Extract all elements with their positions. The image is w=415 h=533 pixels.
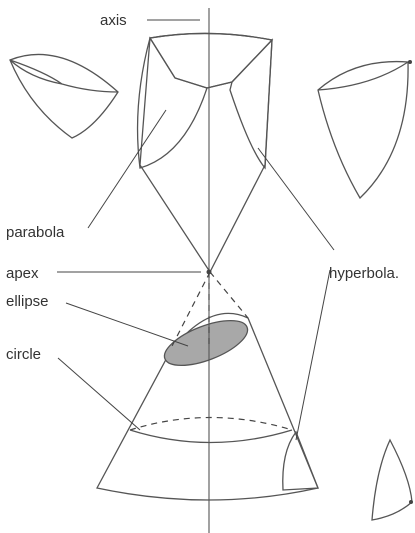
lower-cone: [97, 311, 318, 500]
hyperbola-section-face: [230, 40, 272, 168]
upper-cone-ridge: [207, 82, 232, 88]
parabola-detached-piece: [10, 54, 118, 138]
axis-label: axis: [100, 12, 127, 29]
hyperbola-leader-lower: [296, 270, 330, 440]
hyperbola-lower-detached-piece: [372, 440, 413, 520]
ellipse-leader: [66, 303, 188, 346]
ellipse-label: ellipse: [6, 293, 49, 310]
hyperbola-label: hyperbola.: [329, 265, 399, 282]
hyperbola-detached-piece: [318, 60, 412, 198]
hyperbola-leader-upper: [258, 148, 334, 250]
circle-section-back: [130, 418, 292, 431]
upper-cone: [138, 33, 272, 272]
upper-cone-top-face: [150, 33, 272, 88]
circle-section-front: [130, 430, 292, 443]
parabola-label: parabola: [6, 224, 65, 241]
parabola-leader: [88, 110, 166, 228]
circle-leader: [58, 358, 140, 430]
apex-point: [207, 270, 212, 275]
circle-label: circle: [6, 346, 41, 363]
upper-cone-body: [140, 33, 272, 272]
hyperbola-lower-face: [283, 432, 318, 490]
dashed-generator-right: [210, 272, 248, 318]
apex-label: apex: [6, 265, 39, 282]
